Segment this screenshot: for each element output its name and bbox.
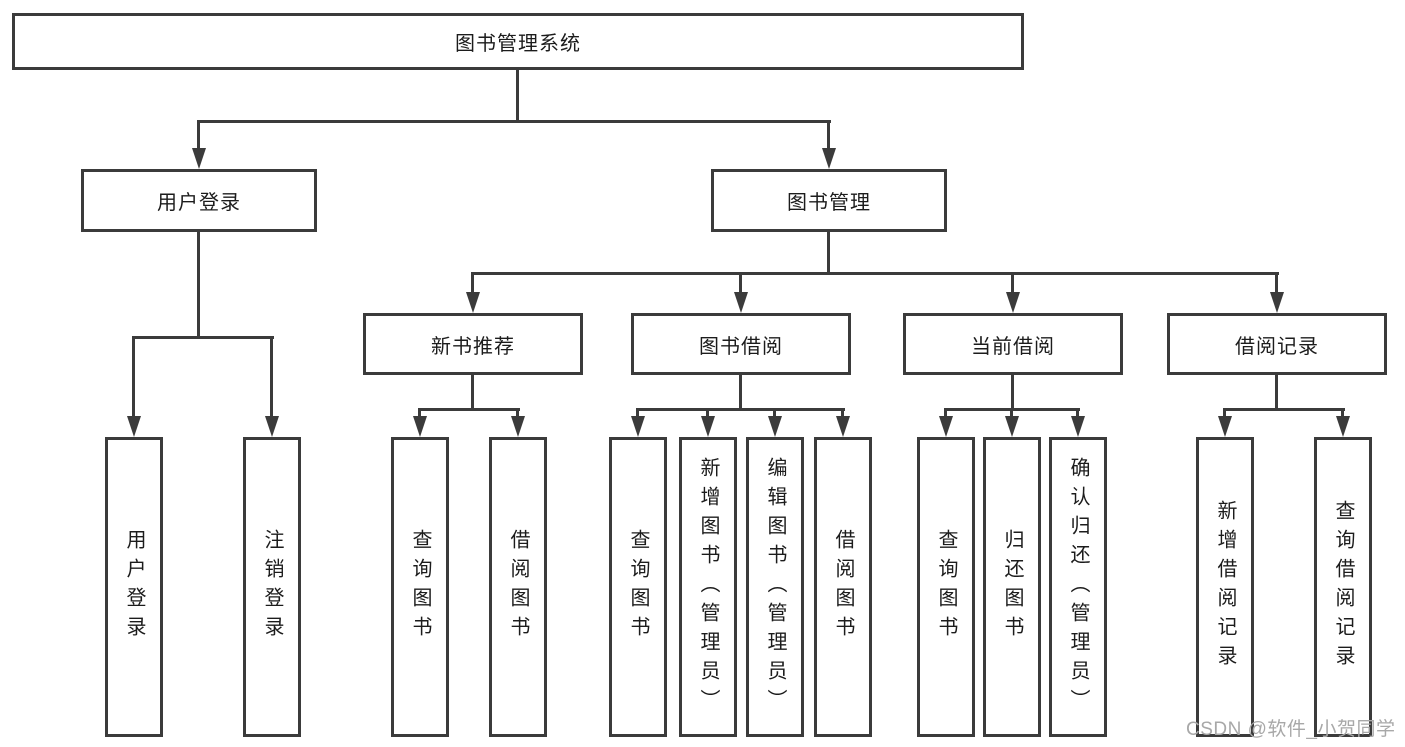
arrow-user-login xyxy=(192,148,206,169)
leaf-user-login: 用户登录 xyxy=(105,437,163,737)
connector-level3-split xyxy=(471,272,1279,275)
connector-book-mgmt-drop xyxy=(827,120,830,149)
node-book-borrow-label: 图书借阅 xyxy=(699,335,783,358)
connector-borrow-leaf-split xyxy=(636,408,845,411)
arrow-current xyxy=(1006,292,1020,313)
leaf-logout: 注销登录 xyxy=(243,437,301,737)
connector-leaf-logout-drop xyxy=(270,336,273,416)
leaf-confirm-return-admin-label: 确认归还（管理员） xyxy=(1067,456,1089,718)
connector-root-stem xyxy=(516,70,519,122)
connector-current-stem xyxy=(1011,375,1014,411)
connector-leaf-queryrecord-drop xyxy=(1341,408,1344,417)
leaf-query-books-borrow: 查询图书 xyxy=(609,437,667,737)
node-book-management-label: 图书管理 xyxy=(787,192,871,214)
connector-user-login-split xyxy=(132,336,274,339)
connector-level2-split xyxy=(197,120,831,123)
node-borrow-records: 借阅记录 xyxy=(1167,313,1387,375)
node-current-borrow: 当前借阅 xyxy=(903,313,1123,375)
leaf-query-books-current-label: 查询图书 xyxy=(935,529,957,645)
arrow-book-mgmt xyxy=(822,148,836,169)
connector-leaf-login-drop xyxy=(132,336,135,416)
connector-records-leaf-split xyxy=(1223,408,1345,411)
leaf-query-books-recommend: 查询图书 xyxy=(391,437,449,737)
arrow-leaf-borrowbook1 xyxy=(511,416,525,437)
leaf-edit-books-admin: 编辑图书（管理员） xyxy=(746,437,804,737)
node-borrow-records-label: 借阅记录 xyxy=(1235,335,1319,358)
leaf-user-login-label: 用户登录 xyxy=(123,529,145,645)
csdn-watermark: CSDN @软件_小贺同学 xyxy=(1186,719,1396,740)
connector-leaf-return-drop xyxy=(1010,408,1013,417)
leaf-confirm-return-admin: 确认归还（管理员） xyxy=(1049,437,1107,737)
arrow-leaf-query3 xyxy=(939,416,953,437)
leaf-logout-label: 注销登录 xyxy=(261,529,283,645)
leaf-borrow-books: 借阅图书 xyxy=(814,437,872,737)
connector-leaf-addrecord-drop xyxy=(1223,408,1226,417)
arrow-records xyxy=(1270,292,1284,313)
connector-leaf-query2-drop xyxy=(636,408,639,417)
leaf-borrow-books-recommend-label: 借阅图书 xyxy=(507,529,529,645)
arrow-borrow xyxy=(734,292,748,313)
leaf-query-borrow-record-label: 查询借阅记录 xyxy=(1332,500,1354,674)
connector-leaf-borrowbook1-drop xyxy=(516,408,519,417)
node-book-borrow: 图书借阅 xyxy=(631,313,851,375)
arrow-leaf-login xyxy=(127,416,141,437)
node-library-management-system: 图书管理系统 xyxy=(12,13,1024,70)
node-new-book-recommend-label: 新书推荐 xyxy=(431,335,515,358)
connector-leaf-editbook-drop xyxy=(773,408,776,417)
connector-borrow-drop xyxy=(739,272,742,293)
arrow-leaf-return xyxy=(1005,416,1019,437)
node-user-login: 用户登录 xyxy=(81,169,317,232)
leaf-borrow-books-label: 借阅图书 xyxy=(832,529,854,645)
leaf-add-borrow-record: 新增借阅记录 xyxy=(1196,437,1254,737)
leaf-add-borrow-record-label: 新增借阅记录 xyxy=(1214,500,1236,674)
connector-user-login-stem xyxy=(197,232,200,339)
connector-borrow-stem xyxy=(739,375,742,411)
arrow-leaf-borrowbook2 xyxy=(836,416,850,437)
arrow-leaf-queryrecord xyxy=(1336,416,1350,437)
arrow-leaf-query1 xyxy=(413,416,427,437)
leaf-borrow-books-recommend: 借阅图书 xyxy=(489,437,547,737)
arrow-leaf-editbook xyxy=(768,416,782,437)
leaf-query-books-current: 查询图书 xyxy=(917,437,975,737)
connector-recommend-stem xyxy=(471,375,474,411)
arrow-leaf-confirm xyxy=(1071,416,1085,437)
connector-leaf-addbook-drop xyxy=(706,408,709,417)
node-new-book-recommend: 新书推荐 xyxy=(363,313,583,375)
connector-recommend-leaf-split xyxy=(418,408,520,411)
connector-records-drop xyxy=(1275,272,1278,293)
arrow-recommend xyxy=(466,292,480,313)
leaf-query-books-recommend-label: 查询图书 xyxy=(409,529,431,645)
leaf-return-books-label: 归还图书 xyxy=(1001,529,1023,645)
connector-user-login-drop xyxy=(197,120,200,149)
leaf-add-books-admin-label: 新增图书（管理员） xyxy=(697,456,719,718)
connector-records-stem xyxy=(1275,375,1278,411)
arrow-leaf-addrecord xyxy=(1218,416,1232,437)
connector-leaf-query1-drop xyxy=(418,408,421,417)
node-book-management: 图书管理 xyxy=(711,169,947,232)
arrow-leaf-query2 xyxy=(631,416,645,437)
connector-leaf-borrowbook2-drop xyxy=(841,408,844,417)
node-library-management-system-label: 图书管理系统 xyxy=(455,33,581,55)
leaf-add-books-admin: 新增图书（管理员） xyxy=(679,437,737,737)
arrow-leaf-addbook xyxy=(701,416,715,437)
leaf-edit-books-admin-label: 编辑图书（管理员） xyxy=(764,456,786,718)
leaf-query-borrow-record: 查询借阅记录 xyxy=(1314,437,1372,737)
arrow-leaf-logout xyxy=(265,416,279,437)
connector-leaf-confirm-drop xyxy=(1076,408,1079,417)
leaf-query-books-borrow-label: 查询图书 xyxy=(627,529,649,645)
connector-leaf-query3-drop xyxy=(944,408,947,417)
node-current-borrow-label: 当前借阅 xyxy=(971,335,1055,358)
leaf-return-books: 归还图书 xyxy=(983,437,1041,737)
node-user-login-label: 用户登录 xyxy=(157,192,241,214)
connector-book-mgmt-stem xyxy=(827,232,830,275)
connector-recommend-drop xyxy=(471,272,474,293)
connector-current-drop xyxy=(1011,272,1014,293)
